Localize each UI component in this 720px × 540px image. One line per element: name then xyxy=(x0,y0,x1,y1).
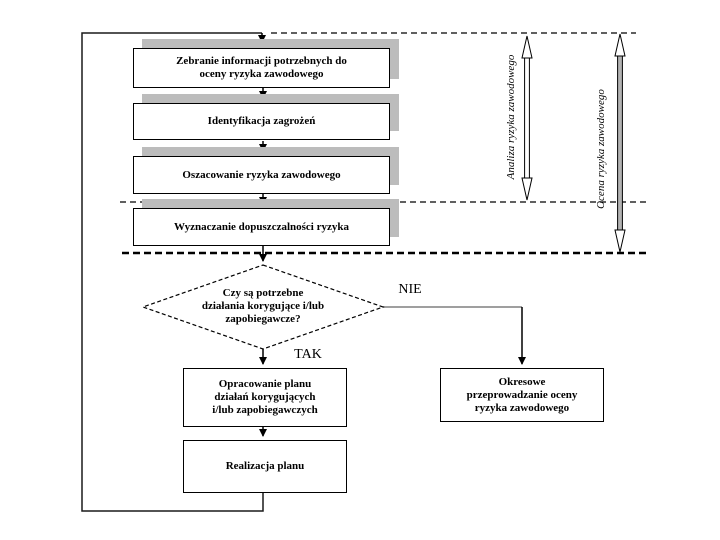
process-box-label: Wyznaczanie dopuszczalności ryzyka xyxy=(174,220,349,233)
process-box-opracowanie-planu: Opracowanie planu działań korygujących i… xyxy=(183,368,347,427)
decision-question-label: Czy są potrzebne działania korygujące i/… xyxy=(201,287,325,325)
tak-branch-label: TAK xyxy=(294,347,322,362)
process-box-label: Identyfikacja zagrożeń xyxy=(207,115,316,127)
phase-label-analiza-ryzyka: Analiza ryzyka zawodowego xyxy=(505,54,517,180)
analiza-range-arrow xyxy=(521,35,533,201)
process-box-label: Realizacja planu xyxy=(225,460,305,472)
process-box-wyznaczanie-dopuszczalnosci: Wyznaczanie dopuszczalności ryzyka xyxy=(133,208,390,246)
process-box-label: Opracowanie planu działań korygujących i… xyxy=(212,378,318,416)
nie-branch-label: NIE xyxy=(398,282,422,297)
process-box-realizacja-planu: Realizacja planu xyxy=(183,440,347,493)
phase-label-ocena-ryzyka: Ocena ryzyka zawodowego xyxy=(595,89,607,209)
process-box-label: Oszacowanie ryzyka zawodowego xyxy=(182,168,341,181)
process-box-zebranie-informacji: Zebranie informacji potrzebnych do oceny… xyxy=(133,48,390,88)
feedback-loop-connector xyxy=(81,32,264,512)
process-box-label: Okresowe przeprowadzanie oceny ryzyka za… xyxy=(466,375,578,414)
process-box-okresowe-przeprowadzanie: Okresowe przeprowadzanie oceny ryzyka za… xyxy=(440,368,604,422)
process-box-label: Zebranie informacji potrzebnych do oceny… xyxy=(176,55,347,80)
ocena-range-arrow xyxy=(614,33,626,253)
decision-diamond xyxy=(141,264,385,350)
process-box-identyfikacja-zagrozen: Identyfikacja zagrożeń xyxy=(133,103,390,140)
process-box-oszacowanie-ryzyka: Oszacowanie ryzyka zawodowego xyxy=(133,156,390,194)
